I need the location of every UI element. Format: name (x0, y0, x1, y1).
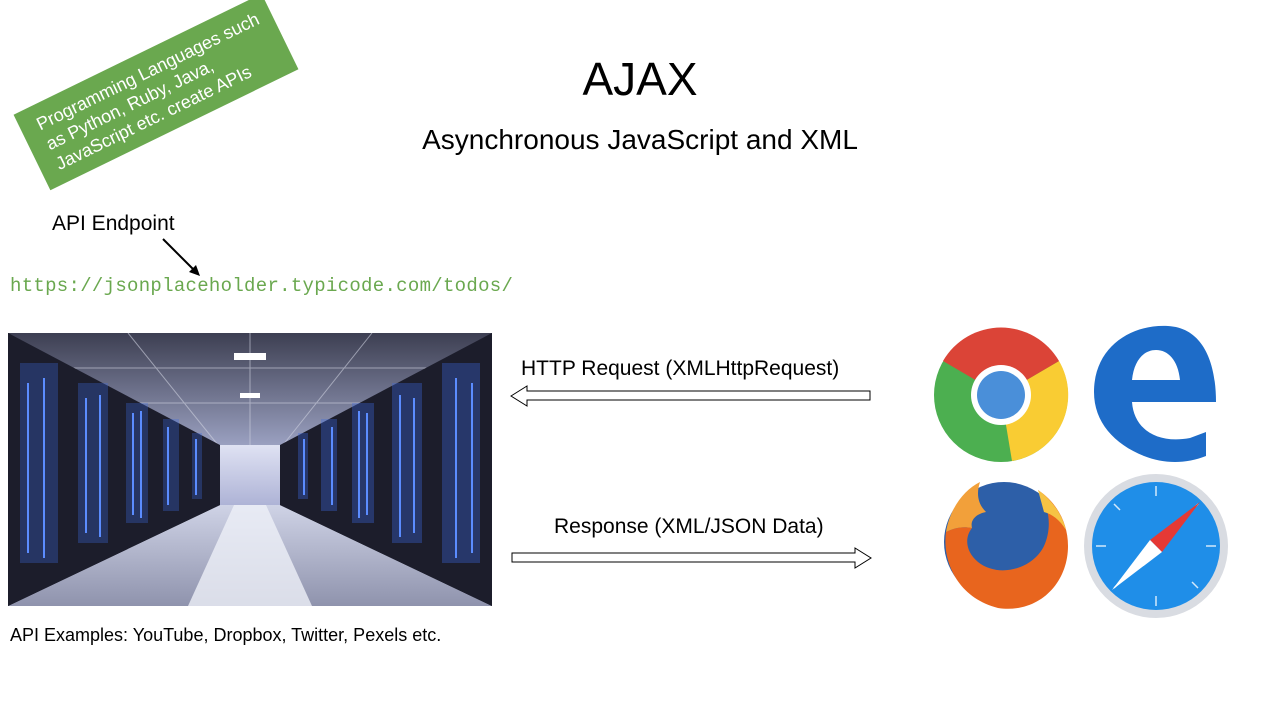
firefox-icon (944, 482, 1068, 609)
chrome-icon (934, 327, 1069, 462)
safari-icon (1084, 474, 1228, 618)
edge-icon (1094, 325, 1216, 462)
response-label: Response (XML/JSON Data) (554, 515, 824, 538)
endpoint-url: https://jsonplaceholder.typicode.com/tod… (10, 275, 514, 297)
endpoint-pointer-arrow (162, 238, 200, 276)
request-arrow (510, 385, 871, 407)
api-examples-caption: API Examples: YouTube, Dropbox, Twitter,… (10, 625, 442, 645)
request-label: HTTP Request (XMLHttpRequest) (521, 357, 840, 380)
response-arrow (511, 547, 872, 569)
endpoint-label: API Endpoint (52, 212, 175, 235)
slide-subtitle: Asynchronous JavaScript and XML (422, 124, 858, 155)
slide-title: AJAX (582, 53, 698, 105)
server-room-image (8, 333, 492, 606)
